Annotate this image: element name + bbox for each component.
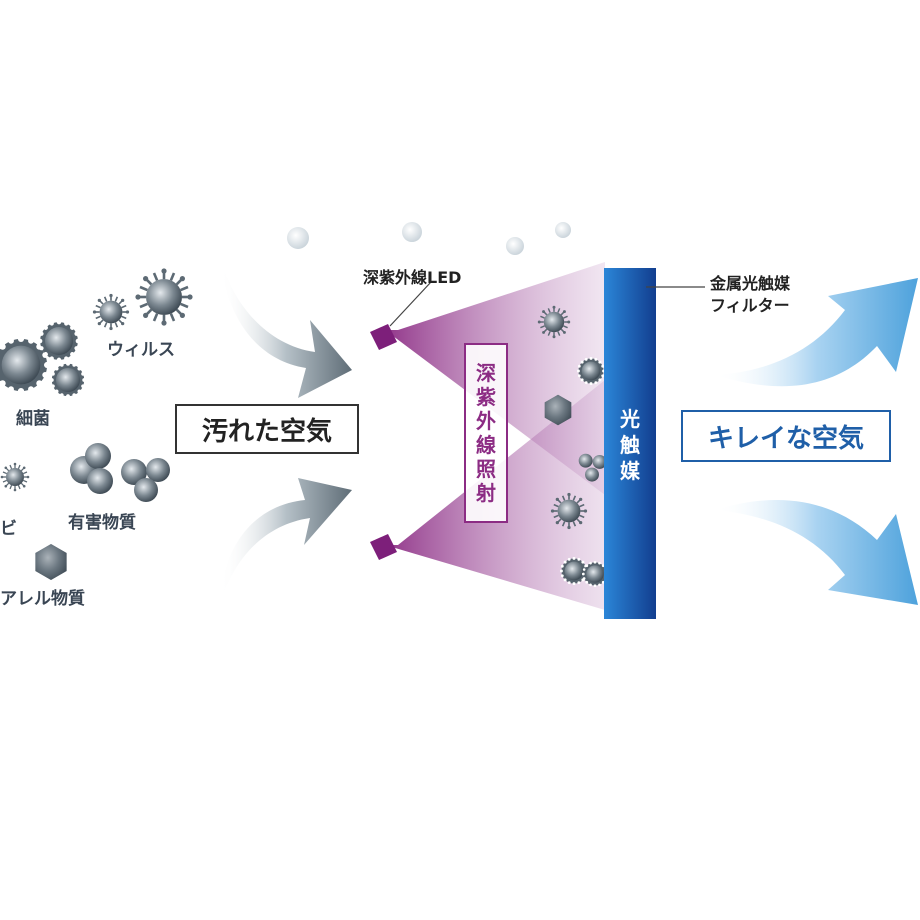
uv-char: 線	[476, 433, 496, 457]
filter-char: 触	[620, 433, 640, 457]
filter-char: 媒	[620, 459, 640, 483]
clean-air-arrows	[715, 278, 918, 605]
harmful-substance-icons	[70, 443, 170, 502]
uv-irradiation-box: 深 紫 外 線 照 射	[464, 343, 508, 523]
mold-label: ビ	[0, 519, 17, 539]
bacteria-label: 細菌	[16, 409, 50, 429]
filter-char: 光	[620, 407, 640, 431]
uv-char: 外	[476, 409, 496, 433]
led-leader-line	[389, 281, 432, 327]
faint-particles	[287, 222, 571, 255]
uv-char: 深	[476, 361, 496, 385]
allergen-icon	[35, 544, 67, 580]
led-icon	[370, 324, 397, 560]
uv-char: 紫	[476, 385, 496, 409]
clean-air-label: キレイな空気	[707, 423, 864, 454]
led-label: 深紫外線LED	[363, 268, 462, 287]
dirty-air-arrows	[220, 255, 352, 605]
virus-label: ウィルス	[107, 340, 175, 360]
filter-label-line2: フィルター	[710, 296, 790, 315]
uv-char: 照	[476, 457, 496, 481]
allergen-label: アレル物質	[0, 589, 85, 609]
harmful-substance-label: 有害物質	[68, 513, 136, 533]
dirty-air-box: 汚れた空気	[175, 404, 359, 454]
filter-vertical-label: 光 触 媒	[604, 395, 656, 495]
clean-air-box: キレイな空気	[681, 410, 891, 462]
dirty-air-label: 汚れた空気	[201, 416, 332, 447]
uv-char: 射	[476, 481, 496, 505]
filter-label-line1: 金属光触媒	[710, 274, 791, 293]
bacteria-icons	[0, 320, 86, 398]
photocatalyst-filter	[604, 268, 656, 619]
